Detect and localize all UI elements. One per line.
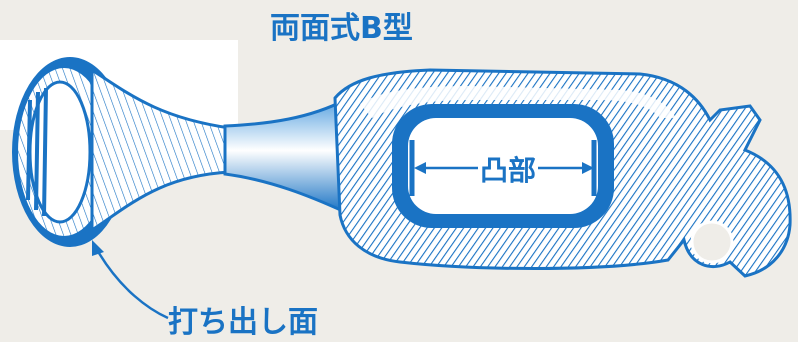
convex-part-callout: 凸部 [414,154,594,187]
striking-face-label: 打ち出し面 [168,305,318,340]
shaft [223,97,347,215]
striking-face-callout: 打ち出し面 [92,240,318,340]
head-highlight [360,86,676,118]
convex-part-label: 凸部 [480,154,536,187]
diagram-title: 両面式B型 [270,11,413,46]
head-window [392,104,614,228]
side-notch [690,220,734,264]
